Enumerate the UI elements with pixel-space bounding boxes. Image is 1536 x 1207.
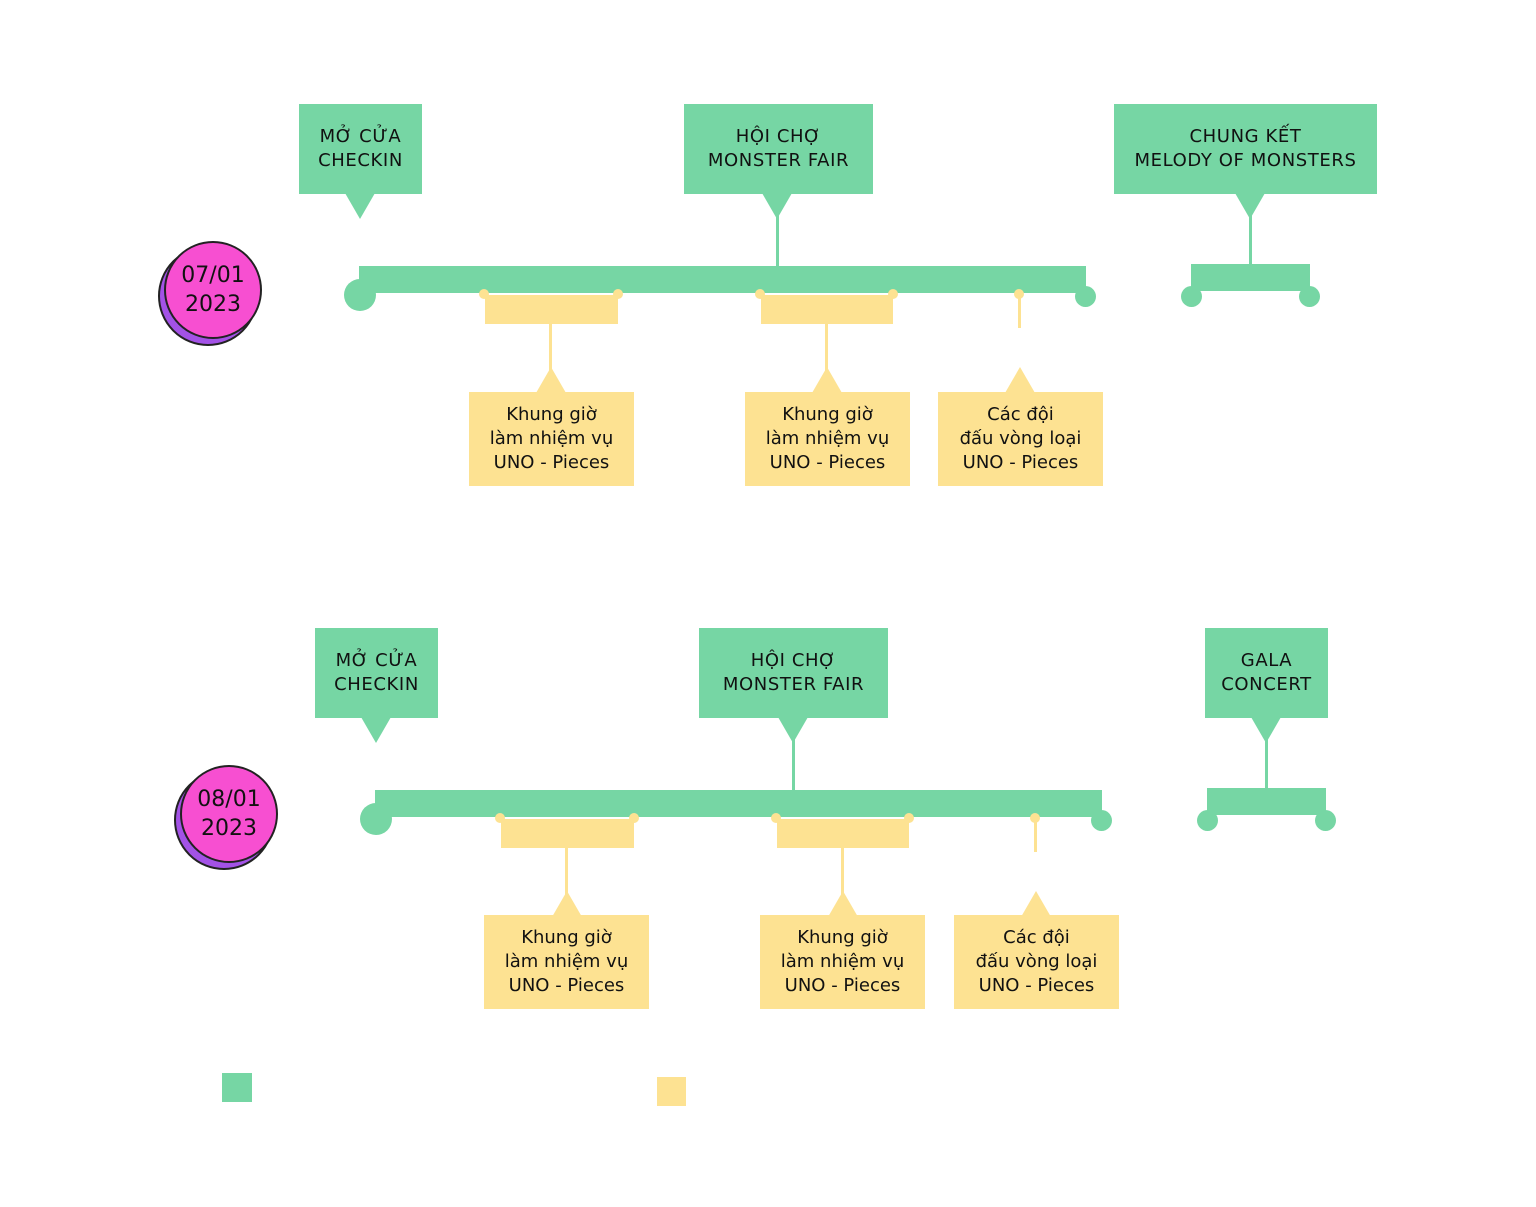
activity-mission2-segment	[777, 819, 909, 848]
event-checkin-box: MỞ CỬA CHECKIN	[299, 104, 422, 194]
activity-mission2-end-dot	[904, 813, 914, 823]
timeline-end-dot	[1075, 286, 1096, 307]
event-fair-box: HỘI CHỢ MONSTER FAIR	[684, 104, 873, 194]
event-checkin-box: MỞ CỬA CHECKIN	[315, 628, 438, 718]
activity-qualifier-label: Các đội đấu vòng loại UNO - Pieces	[959, 404, 1082, 473]
event-final-label: CHUNG KẾT MELODY OF MONSTERS	[1134, 126, 1357, 171]
activity-qualifier-dot	[1014, 289, 1024, 299]
event-fair-label: HỘI CHỢ MONSTER FAIR	[722, 650, 865, 695]
activity-mission2-connector	[825, 323, 828, 371]
event-final-pointer	[1235, 193, 1265, 219]
activity-mission2-end-dot	[888, 289, 898, 299]
activity-mission1-box: Khung giờ làm nhiệm vụ UNO - Pieces	[469, 392, 634, 486]
activity-mission1-end-dot	[613, 289, 623, 299]
activity-qualifier-pointer	[1005, 367, 1035, 393]
event-fair-pointer	[778, 717, 808, 743]
activity-qualifier-dot	[1030, 813, 1040, 823]
activity-mission2-box: Khung giờ làm nhiệm vụ UNO - Pieces	[745, 392, 910, 486]
event-checkin-label: MỞ CỬA CHECKIN	[318, 126, 403, 171]
final-bar	[1191, 264, 1310, 291]
activity-mission1-pointer	[536, 367, 566, 393]
gala-bar	[1207, 788, 1326, 815]
final-bar-left-dot	[1181, 286, 1202, 307]
event-gala-pointer	[1251, 717, 1281, 743]
activity-qualifier-connector	[1018, 297, 1021, 328]
activity-mission1-start-dot	[495, 813, 505, 823]
gala-bar-right-dot	[1315, 810, 1336, 831]
timeline-start-dot	[360, 803, 392, 835]
legend-green-swatch	[222, 1073, 252, 1102]
event-gala-box: GALA CONCERT	[1205, 628, 1328, 718]
activity-mission2-label: Khung giờ làm nhiệm vụ UNO - Pieces	[780, 927, 905, 996]
activity-mission1-pointer	[552, 891, 582, 917]
event-checkin-pointer	[361, 717, 391, 743]
activity-mission1-connector	[565, 847, 568, 895]
event-gala-connector	[1265, 739, 1268, 789]
timeline-start-dot	[344, 279, 376, 311]
event-checkin-pointer	[345, 193, 375, 219]
date-badge: 07/01 2023	[164, 241, 262, 339]
activity-mission1-box: Khung giờ làm nhiệm vụ UNO - Pieces	[484, 915, 649, 1009]
activity-qualifier-connector	[1034, 821, 1037, 852]
activity-mission1-connector	[549, 323, 552, 371]
activity-mission2-pointer	[812, 367, 842, 393]
activity-mission1-label: Khung giờ làm nhiệm vụ UNO - Pieces	[504, 927, 629, 996]
event-checkin-label: MỞ CỬA CHECKIN	[334, 650, 419, 695]
legend-yellow-swatch	[657, 1077, 686, 1106]
activity-mission1-label: Khung giờ làm nhiệm vụ UNO - Pieces	[489, 404, 614, 473]
event-fair-box: HỘI CHỢ MONSTER FAIR	[699, 628, 888, 718]
date-badge: 08/01 2023	[180, 765, 278, 863]
activity-mission2-label: Khung giờ làm nhiệm vụ UNO - Pieces	[765, 404, 890, 473]
event-fair-pointer	[762, 193, 792, 219]
final-bar-right-dot	[1299, 286, 1320, 307]
activity-qualifier-label: Các đội đấu vòng loại UNO - Pieces	[975, 927, 1098, 996]
activity-mission2-segment	[761, 295, 893, 324]
activity-mission2-pointer	[828, 891, 858, 917]
activity-mission1-segment	[501, 819, 634, 848]
event-fair-connector	[792, 739, 795, 791]
activity-mission2-connector	[841, 847, 844, 895]
activity-qualifier-pointer	[1021, 891, 1051, 917]
activity-mission2-box: Khung giờ làm nhiệm vụ UNO - Pieces	[760, 915, 925, 1009]
event-gala-label: GALA CONCERT	[1221, 650, 1312, 695]
timeline-bar	[359, 266, 1086, 293]
timeline-end-dot	[1091, 810, 1112, 831]
activity-mission1-end-dot	[629, 813, 639, 823]
timeline-bar	[375, 790, 1102, 817]
event-final-box: CHUNG KẾT MELODY OF MONSTERS	[1114, 104, 1377, 194]
gala-bar-left-dot	[1197, 810, 1218, 831]
activity-mission2-start-dot	[771, 813, 781, 823]
event-final-connector	[1249, 215, 1252, 265]
activity-qualifier-box: Các đội đấu vòng loại UNO - Pieces	[954, 915, 1119, 1009]
event-fair-label: HỘI CHỢ MONSTER FAIR	[707, 126, 850, 171]
event-fair-connector	[776, 215, 779, 267]
activity-qualifier-box: Các đội đấu vòng loại UNO - Pieces	[938, 392, 1103, 486]
activity-mission1-start-dot	[479, 289, 489, 299]
activity-mission2-start-dot	[755, 289, 765, 299]
activity-mission1-segment	[485, 295, 618, 324]
